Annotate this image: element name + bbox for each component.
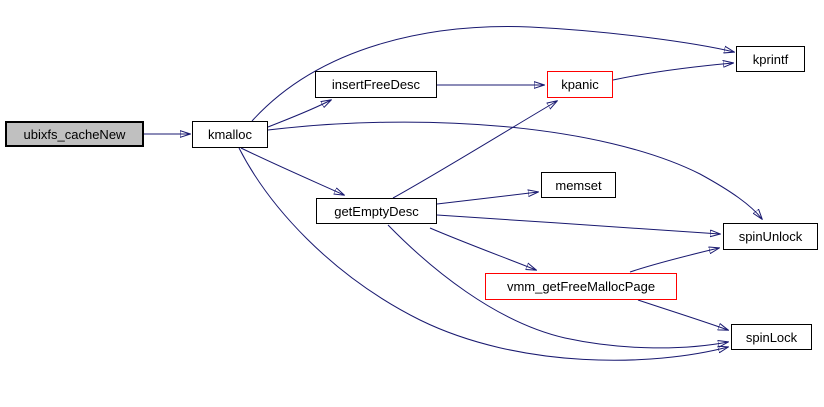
node-insertfreedesc[interactable]: insertFreeDesc bbox=[315, 71, 437, 98]
edge-vmm_getFreeMallocPage-spinLock bbox=[637, 299, 728, 330]
edge-kmalloc-spinUnlock bbox=[267, 121, 762, 219]
edge-vmm_getFreeMallocPage-spinUnlock bbox=[629, 248, 719, 273]
node-vmm-getfreemallocpage[interactable]: vmm_getFreeMallocPage bbox=[485, 273, 677, 300]
edge-kmalloc-kprintf bbox=[251, 26, 734, 122]
edge-getEmptyDesc-memset bbox=[436, 192, 538, 205]
node-spinlock[interactable]: spinLock bbox=[731, 324, 812, 350]
edge-getEmptyDesc-kpanic bbox=[392, 101, 557, 199]
edge-kmalloc-getEmptyDesc bbox=[240, 147, 344, 195]
node-ubixfs-cachenew: ubixfs_cacheNew bbox=[5, 121, 144, 147]
node-getemptydesc[interactable]: getEmptyDesc bbox=[316, 198, 437, 224]
edge-getEmptyDesc-spinUnlock bbox=[436, 214, 720, 234]
node-kmalloc[interactable]: kmalloc bbox=[192, 121, 268, 148]
edge-kpanic-kprintf bbox=[612, 63, 733, 81]
node-memset[interactable]: memset bbox=[541, 172, 616, 198]
edge-getEmptyDesc-spinLock bbox=[387, 224, 728, 349]
edge-getEmptyDesc-vmm_getFreeMallocPage bbox=[429, 227, 536, 270]
node-spinunlock[interactable]: spinUnlock bbox=[723, 223, 818, 250]
node-kprintf[interactable]: kprintf bbox=[736, 46, 805, 72]
edge-kmalloc-spinLock bbox=[238, 147, 728, 361]
edge-kmalloc-insertFreeDesc bbox=[267, 100, 331, 128]
node-kpanic[interactable]: kpanic bbox=[547, 71, 613, 98]
